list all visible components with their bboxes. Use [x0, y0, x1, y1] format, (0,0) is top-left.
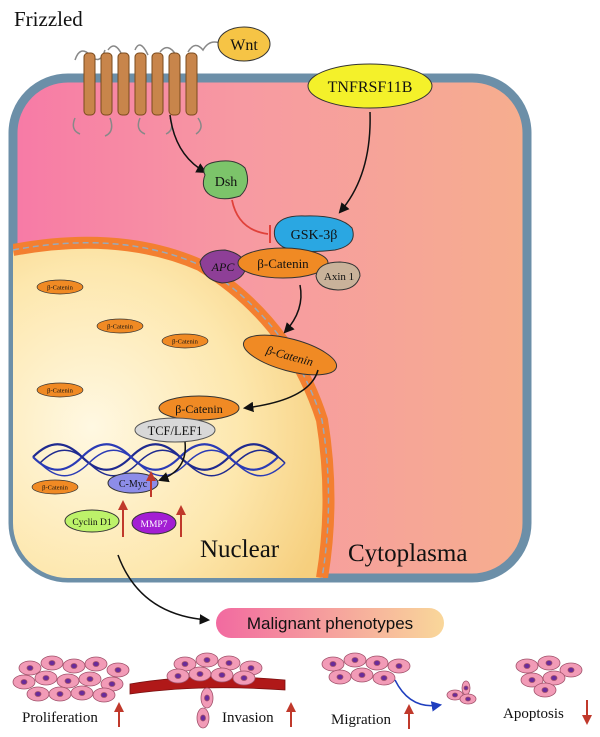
tcf-lef1: [134, 417, 216, 443]
bcatenin-nuclear-import-arrow: [242, 369, 319, 413]
up-arrow-icon: [404, 704, 414, 729]
cmyc-label: C-Myc: [119, 479, 148, 490]
free-bcatenin: [242, 334, 338, 376]
bcatenin-complex-label: β-Catenin: [257, 256, 309, 271]
tcf-to-cmyc-arrow: [158, 441, 187, 483]
malignant-phenotypes-pill: [216, 608, 444, 638]
invasion-cells: [129, 652, 286, 729]
dsh-label: Dsh: [215, 175, 238, 190]
nucleus-to-phenotypes-arrow: [117, 554, 211, 625]
cmyc-protein: [107, 472, 159, 494]
small-bcatenin-label: β-Catenin: [172, 339, 198, 346]
wnt-ligand: [217, 26, 271, 62]
complex-to-free-bcatenin-arrow: [283, 284, 302, 334]
phenotype-label: Migration: [331, 712, 391, 728]
axin1-label: Axin 1: [324, 271, 354, 283]
phenotype-label: Proliferation: [22, 710, 98, 726]
gsk3b-label: GSK-3β: [291, 228, 338, 243]
proliferation-cells: [12, 655, 130, 703]
gsk3b-protein: [273, 215, 354, 252]
apc-label: APC: [211, 260, 236, 274]
nuclear-bcatenin-label: β-Catenin: [175, 402, 222, 416]
tnfrsf11b-label: TNFRSF11B: [328, 79, 413, 96]
phenotype-label: Invasion: [222, 710, 274, 726]
small-bcatenin-label: β-Catenin: [107, 324, 133, 331]
migration-arrow: [394, 679, 443, 712]
small-bcatenin: [161, 333, 209, 349]
cyclin-d1-protein: [64, 509, 120, 533]
down-arrow-icon: [582, 700, 592, 725]
frizzled-to-dsh-arrow: [169, 114, 207, 174]
up-arrow-icon: [286, 702, 296, 727]
small-bcatenin-label: β-Catenin: [42, 485, 68, 492]
cyclin-d1-label: Cyclin D1: [72, 518, 112, 528]
small-bcatenin: [36, 382, 84, 398]
small-bcatenin: [31, 479, 79, 495]
axin1-protein: [315, 261, 361, 291]
upregulation-arrows: [118, 471, 186, 537]
cytoplasma-label: Cytoplasma: [348, 540, 467, 567]
cell: [8, 73, 532, 583]
phenotype-label: Apoptosis: [503, 706, 564, 722]
dsh-inhibits-gsk3b: [231, 199, 269, 235]
small-bcatenin-label: β-Catenin: [47, 285, 73, 292]
tnfrsf11b-protein: [307, 63, 433, 109]
apoptosis-cells: [515, 655, 583, 698]
nuclear-envelope-pores: [13, 241, 330, 578]
dsh-protein: [202, 160, 249, 200]
tnfrsf11b-to-gsk3b-arrow: [338, 111, 371, 214]
small-bcatenin-label: β-Catenin: [47, 388, 73, 395]
small-bcatenin: [96, 318, 144, 334]
wnt-label: Wnt: [230, 37, 258, 54]
small-bcatenin: [36, 279, 84, 295]
tcf-lef1-label: TCF/LEF1: [148, 424, 203, 438]
nuclear-label: Nuclear: [200, 536, 280, 563]
up-arrow-icon: [114, 702, 124, 727]
frizzled-receptor: [72, 41, 223, 137]
mmp7-label: MMP7: [141, 520, 168, 530]
frizzled-label: Frizzled: [14, 7, 83, 31]
small-bcatenin-group: β-Catenin β-Catenin β-Catenin β-Catenin …: [31, 279, 209, 495]
malignant-phenotypes-label: Malignant phenotypes: [247, 614, 413, 633]
migration-cells: [321, 652, 477, 705]
mmp7-protein: [131, 511, 177, 535]
